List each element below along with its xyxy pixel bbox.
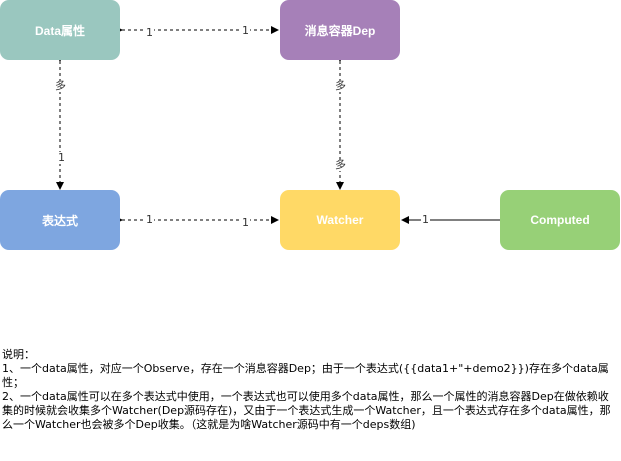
notes-item-1: 1、一个data属性，对应一个Observe，存在一个消息容器Dep；由于一个表… <box>2 362 609 389</box>
notes-heading: 说明： <box>2 348 35 361</box>
node-watcher[interactable]: Watcher <box>280 190 400 250</box>
edge-dep-watcher-label-from: 多 <box>334 79 347 92</box>
edge-expression-watcher-label-to: 1 <box>241 216 250 229</box>
edge-computed-watcher-label: 1 <box>421 213 430 226</box>
edge-dep-watcher-label-to: 多 <box>334 158 347 171</box>
node-computed[interactable]: Computed <box>500 190 620 250</box>
edge-expression-watcher-label-from: 1 <box>145 213 154 226</box>
node-data-attribute-label: Data属性 <box>34 23 85 38</box>
node-expression-label: 表达式 <box>41 213 78 228</box>
node-watcher-label: Watcher <box>316 213 364 227</box>
edge-data-dep-label-from: 1 <box>145 26 154 39</box>
node-dep[interactable]: 消息容器Dep <box>280 0 400 60</box>
node-data-attribute[interactable]: Data属性 <box>0 0 120 60</box>
notes-item-2: 2、一个data属性可以在多个表达式中使用，一个表达式也可以使用多个data属性… <box>2 390 611 431</box>
edge-data-expression-label-from: 多 <box>54 79 67 92</box>
edge-data-dep-label-to: 1 <box>241 24 250 37</box>
node-expression[interactable]: 表达式 <box>0 190 120 250</box>
notes-block: 说明： 1、一个data属性，对应一个Observe，存在一个消息容器Dep；由… <box>2 348 619 432</box>
node-dep-label: 消息容器Dep <box>304 23 376 38</box>
node-computed-label: Computed <box>530 213 590 227</box>
edge-data-expression-label-to: 1 <box>57 151 66 164</box>
